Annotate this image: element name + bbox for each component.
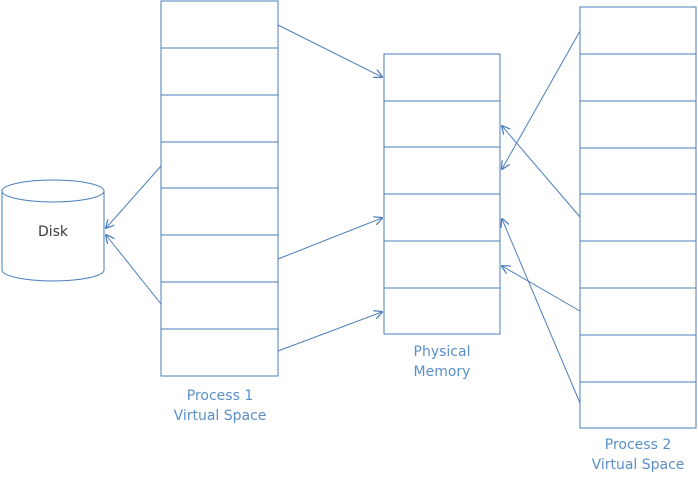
process1-page <box>160 47 279 96</box>
physical-frame <box>383 100 501 148</box>
physical-frame <box>383 287 501 335</box>
physical-frame <box>383 146 501 195</box>
physical-memory <box>383 53 501 335</box>
process2-label-line1: Process 2 <box>605 437 671 453</box>
process1-page <box>160 328 279 377</box>
process1-page <box>160 234 279 283</box>
physical-frame <box>383 53 501 102</box>
arrow-p2-to-memory <box>502 126 581 218</box>
process1-page <box>160 187 279 236</box>
process2-page <box>579 6 697 55</box>
arrow-p2-to-memory <box>502 219 581 404</box>
process2-virtual-space <box>579 6 697 429</box>
process1-page <box>160 141 279 189</box>
process1-page <box>160 281 279 330</box>
process2-page <box>579 287 697 336</box>
physical-frame <box>383 240 501 289</box>
process2-page <box>579 240 697 289</box>
process2-page <box>579 53 697 102</box>
process2-page <box>579 100 697 149</box>
process1-page <box>160 94 279 143</box>
physical-label-line1: Physical <box>414 344 471 360</box>
arrow-p1-to-disk <box>106 235 162 305</box>
process1-label-line2: Virtual Space <box>174 408 267 424</box>
process1-page <box>160 0 279 49</box>
physical-label-line2: Memory <box>414 364 471 380</box>
arrow-p1-to-memory <box>277 312 382 352</box>
arrow-p1-to-disk <box>106 165 162 228</box>
process2-page <box>579 334 697 383</box>
arrow-p1-to-memory <box>277 218 382 260</box>
arrow-p2-to-memory <box>502 266 581 312</box>
physical-frame <box>383 193 501 242</box>
disk-label: Disk <box>38 224 69 240</box>
process1-virtual-space <box>160 0 279 377</box>
arrow-p1-to-memory <box>277 24 382 77</box>
arrow-p2-to-memory <box>502 30 581 169</box>
process2-page <box>579 193 697 242</box>
process1-label-line1: Process 1 <box>187 388 253 404</box>
process2-page <box>579 381 697 429</box>
mapping-arrows <box>106 24 581 404</box>
process2-label-line2: Virtual Space <box>592 457 685 473</box>
disk-cylinder <box>1 179 105 282</box>
process2-page <box>579 147 697 195</box>
